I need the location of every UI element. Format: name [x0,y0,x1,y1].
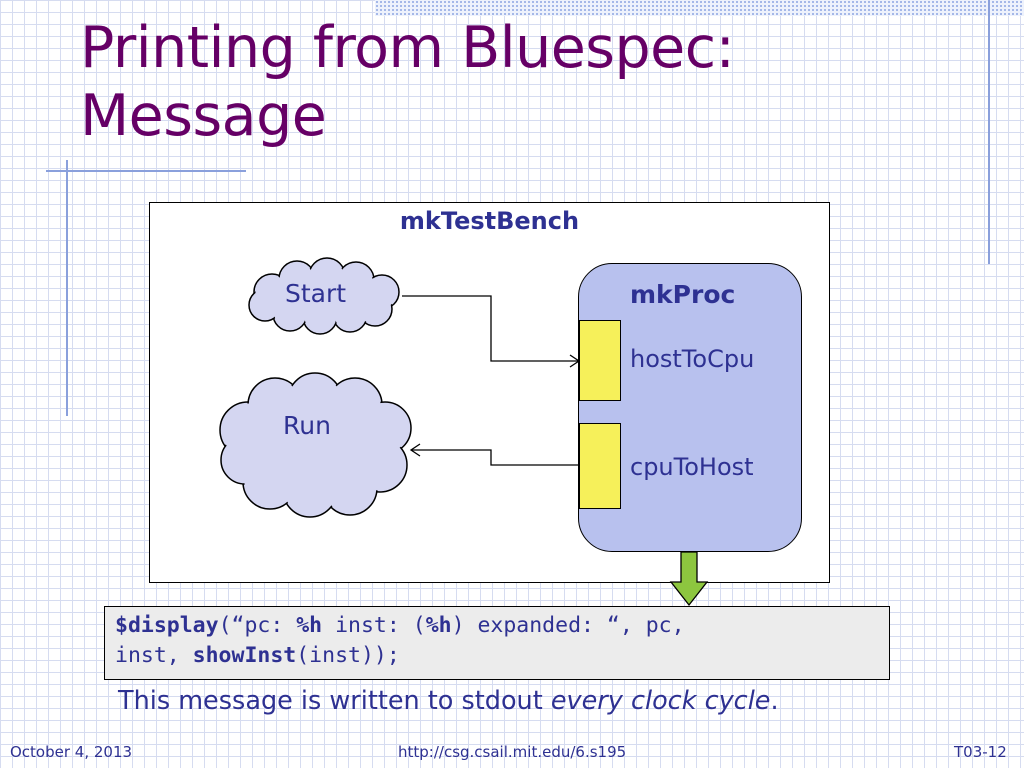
start-label: Start [285,279,347,308]
host-to-cpu-port [579,320,621,401]
cpu-to-host-port [579,423,621,509]
code-text: (inst)); [296,643,400,668]
code-format-specifier: %h [425,613,452,638]
footer-slide-number: T03-12 [954,743,1007,761]
proc-label: mkProc [630,280,736,309]
start-cloud [248,257,400,335]
caption-text: This message is written to stdout [118,686,551,716]
code-text: inst, [115,643,193,668]
cpu-to-host-label: cpuToHost [630,453,754,481]
code-text: inst: ( [322,613,426,638]
slide-title-line2: Message [80,83,327,149]
decor-vertical-rule-left [66,160,68,416]
caption-emphasis: every clock cycle [550,686,771,716]
slide-title-line1: Printing from Bluespec: [80,15,735,81]
dotted-header-strip [375,0,1024,16]
host-to-cpu-label: hostToCpu [630,345,755,373]
caption-end: . [770,686,779,716]
decor-vertical-rule [988,0,990,264]
slide-title: Printing from Bluespec: Message [80,14,735,150]
proc-box [578,263,802,552]
testbench-label: mkTestBench [399,207,580,235]
start-to-host-arrow [402,295,581,368]
footer-date: October 4, 2013 [10,743,133,761]
output-down-arrow [669,551,709,607]
code-keyword: $display [115,613,219,638]
footer-url: http://csg.csail.mit.edu/6.s195 [398,743,627,761]
run-cloud [219,372,412,518]
cpu-to-run-arrow [409,443,579,466]
code-text: (“pc: [218,613,297,638]
code-function: showInst [192,643,297,668]
caption: This message is written to stdout every … [118,686,779,716]
display-code-box: $display(“pc: %h inst: (%h) expanded: “,… [104,606,890,680]
run-label: Run [283,411,331,440]
code-text: ) expanded: “, pc, [451,613,685,638]
decor-horizontal-rule [46,170,246,172]
code-format-specifier: %h [296,613,323,638]
